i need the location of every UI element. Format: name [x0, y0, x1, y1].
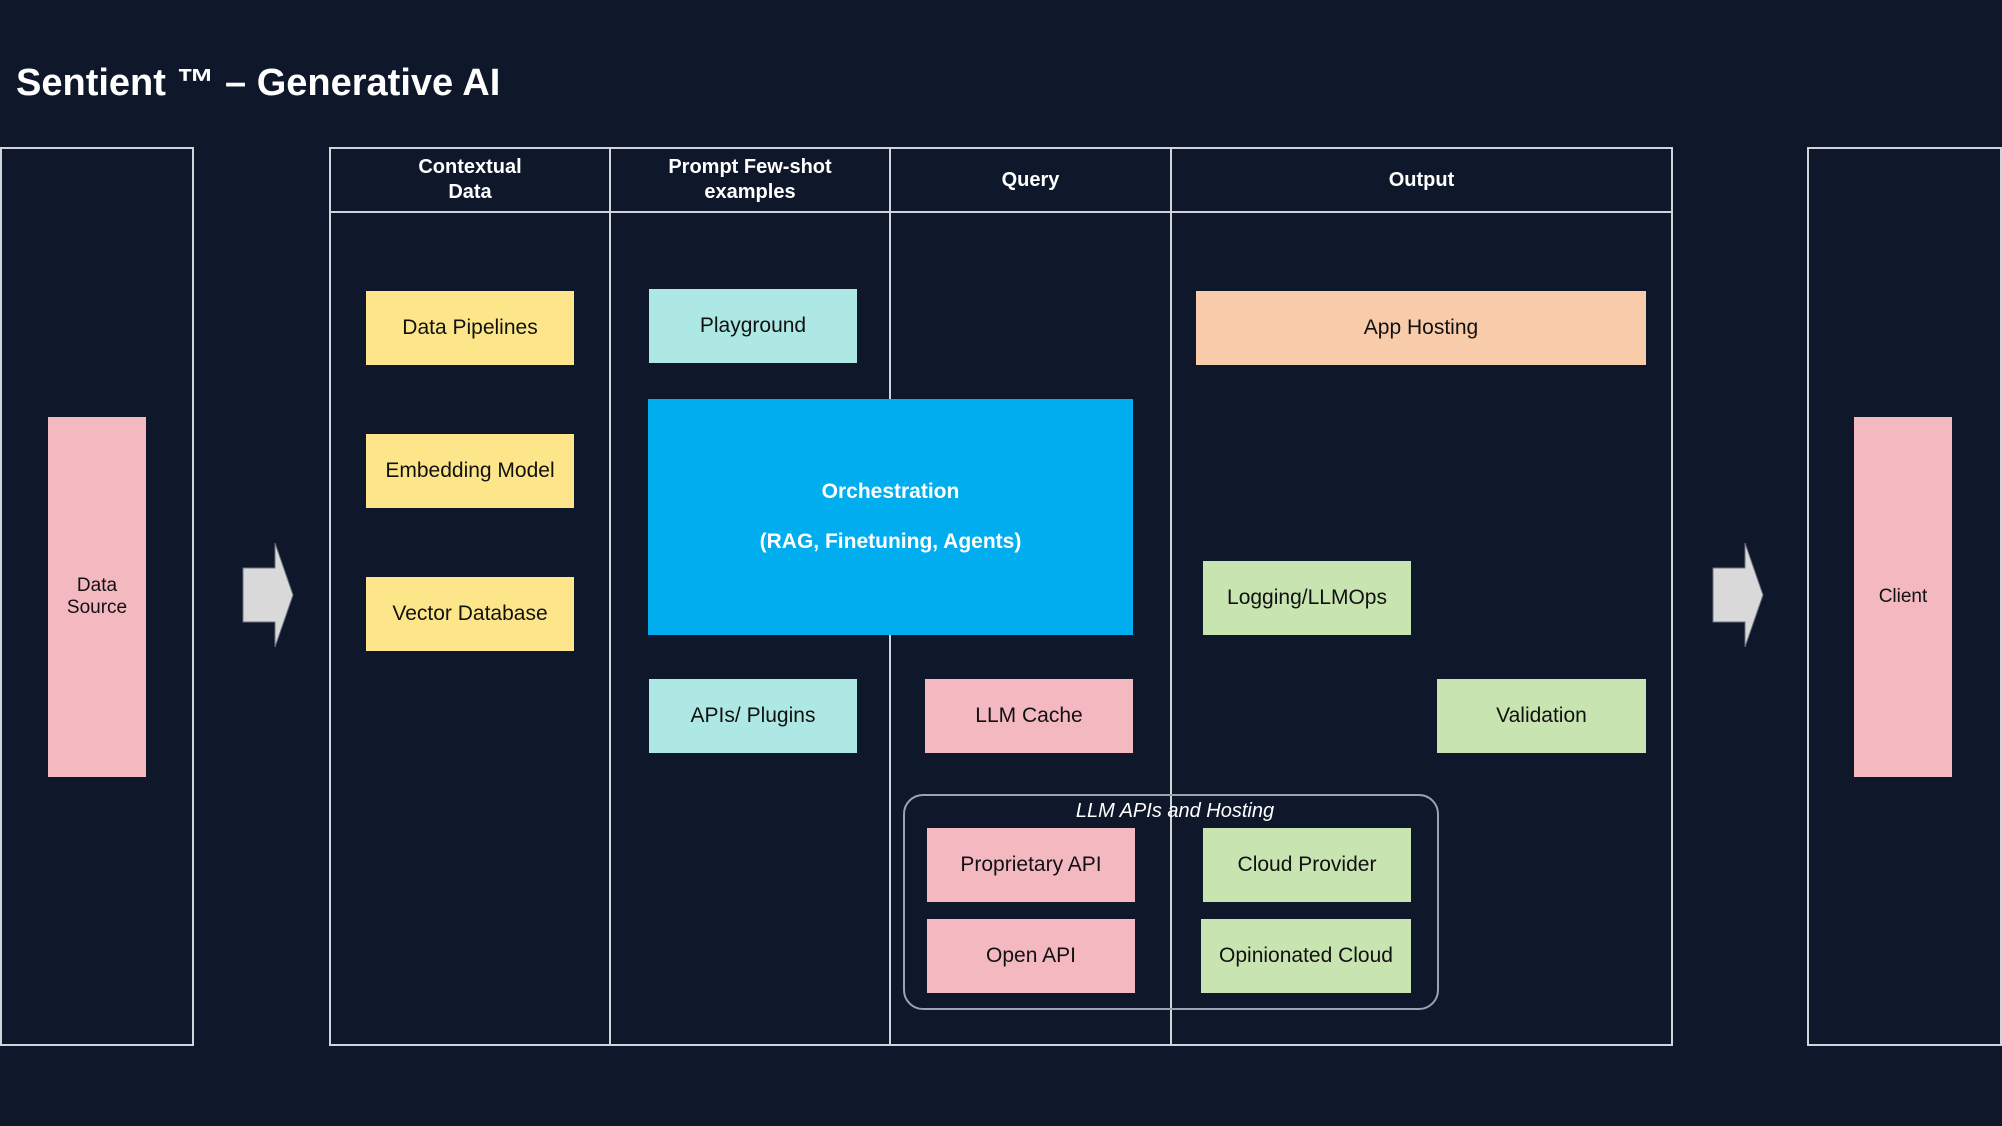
data-source-box[interactable]: Data Source: [48, 417, 146, 777]
column-header-output: Output: [1388, 168, 1455, 191]
llm-apis-hosting-label: LLM APIs and Hosting: [1075, 800, 1275, 822]
column-header-contextual-data: Contextual Data: [418, 156, 522, 203]
orchestration-title: Orchestration: [821, 480, 960, 503]
right-arrow-icon: [242, 542, 294, 648]
apis-plugins-box[interactable]: APIs/ Plugins: [649, 679, 857, 753]
llm-apis-hosting-group: [903, 794, 1439, 1010]
client-box[interactable]: Client: [1854, 417, 1952, 777]
cloud-provider-box[interactable]: Cloud Provider: [1203, 828, 1411, 902]
app-hosting-box[interactable]: App Hosting: [1196, 291, 1646, 365]
opinionated-cloud-box[interactable]: Opinionated Cloud: [1201, 919, 1411, 993]
main-panel: [329, 147, 1673, 1046]
proprietary-api-box[interactable]: Proprietary API: [927, 828, 1135, 902]
data-pipelines-box[interactable]: Data Pipelines: [366, 291, 574, 365]
page-title: Sentient ™ – Generative AI: [16, 62, 501, 104]
column-header-query: Query: [1001, 168, 1060, 191]
orchestration-box[interactable]: Orchestration (RAG, Finetuning, Agents): [648, 399, 1133, 635]
orchestration-subtitle: (RAG, Finetuning, Agents): [759, 530, 1022, 553]
playground-box[interactable]: Playground: [649, 289, 857, 363]
data-source-panel: [0, 147, 194, 1046]
embedding-model-box[interactable]: Embedding Model: [366, 434, 574, 508]
right-arrow-icon: [1712, 542, 1764, 648]
llm-cache-box[interactable]: LLM Cache: [925, 679, 1133, 753]
column-divider: [609, 148, 611, 1045]
open-api-box[interactable]: Open API: [927, 919, 1135, 993]
validation-box[interactable]: Validation: [1437, 679, 1646, 753]
header-divider: [330, 211, 1672, 213]
column-divider: [1170, 148, 1172, 1045]
column-header-prompt: Prompt Few-shot examples: [668, 156, 832, 203]
vector-database-box[interactable]: Vector Database: [366, 577, 574, 651]
logging-llmops-box[interactable]: Logging/LLMOps: [1203, 561, 1411, 635]
client-panel: [1807, 147, 2002, 1046]
